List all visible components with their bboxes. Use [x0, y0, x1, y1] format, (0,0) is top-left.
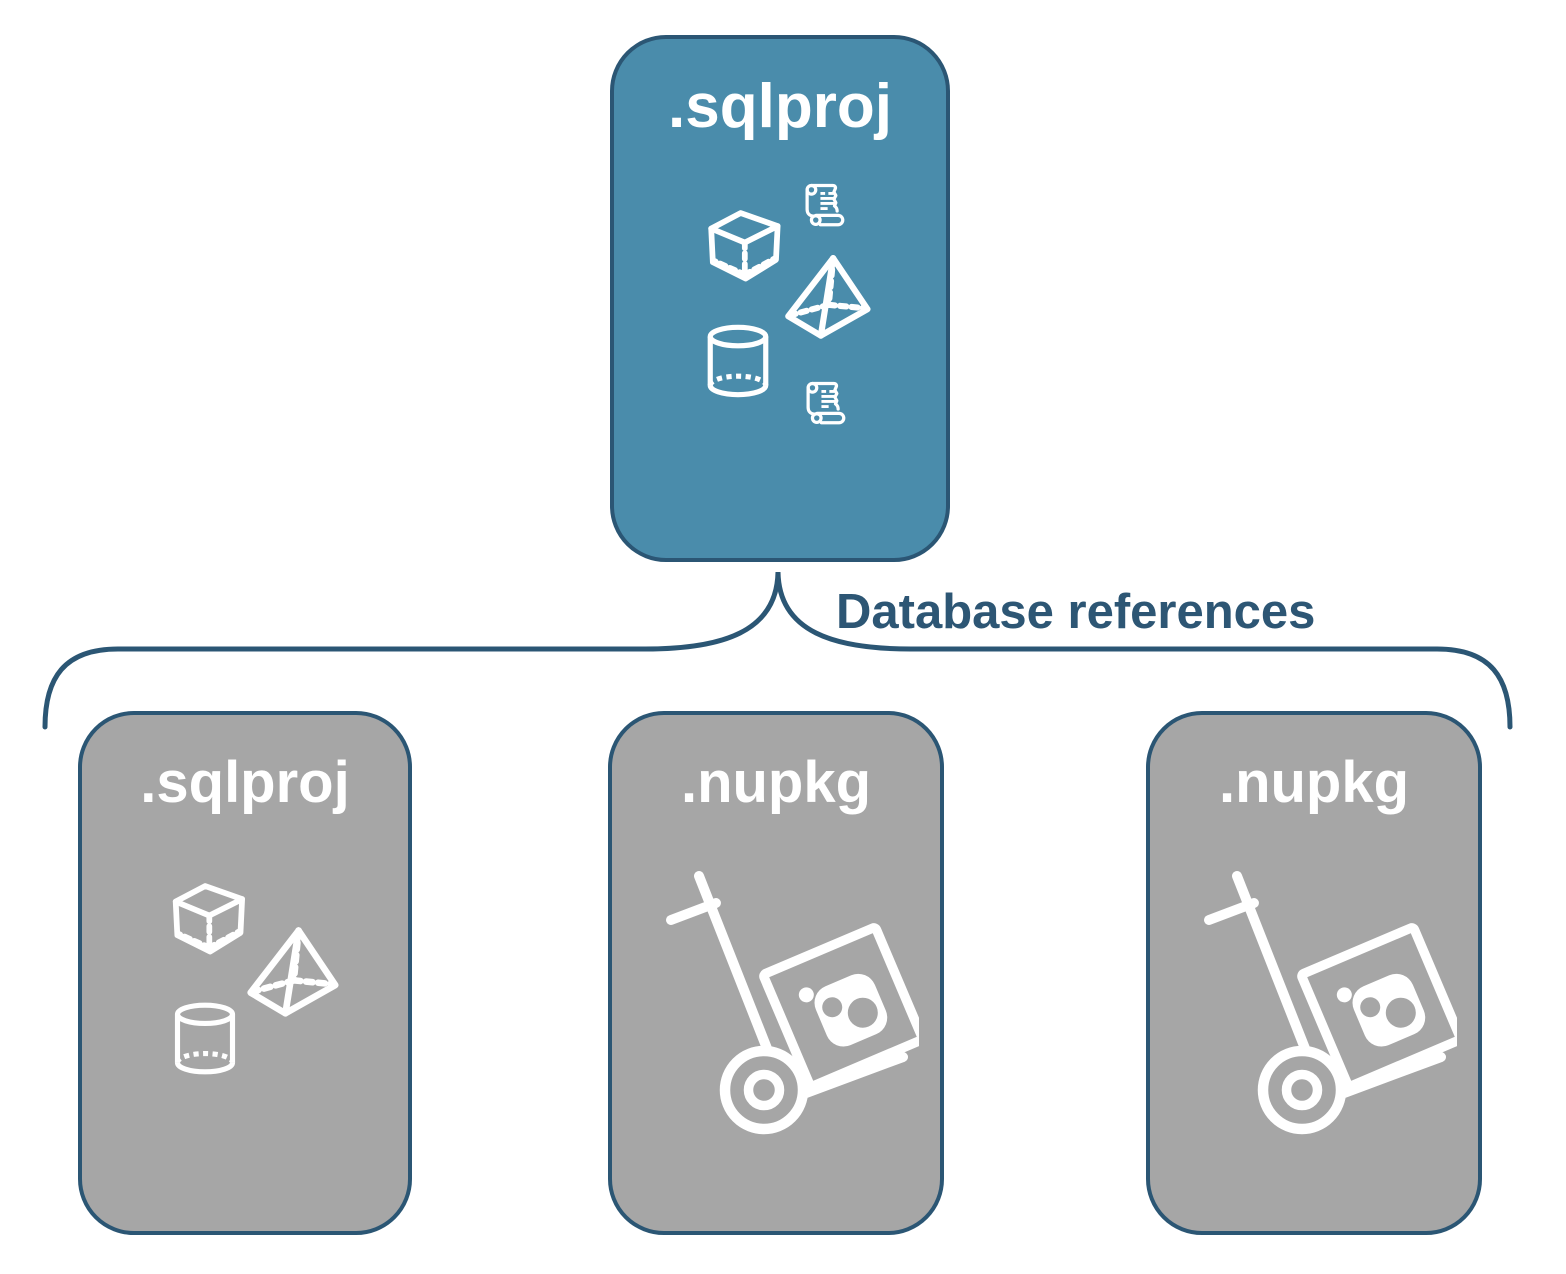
- child-node-title: .nupkg: [1218, 750, 1410, 815]
- child-node-nupkg-2: .nupkg: [1146, 711, 1482, 1235]
- cylinder-icon: [172, 1001, 238, 1076]
- scroll-icon: [805, 183, 845, 227]
- pyramid-icon: [779, 252, 875, 340]
- nuget-dolly-icon: [654, 859, 919, 1144]
- cylinder-icon: [704, 324, 772, 398]
- cube-icon: [702, 204, 786, 286]
- child-node-title: .nupkg: [680, 750, 872, 815]
- root-node-title: .sqlproj: [668, 72, 892, 141]
- scroll-icon: [806, 381, 846, 425]
- child-node-title: .sqlproj: [140, 750, 350, 815]
- child-node-sqlproj: .sqlproj: [78, 711, 412, 1235]
- connector-label: Database references: [836, 585, 1316, 639]
- cube-icon: [167, 877, 250, 959]
- child-node-nupkg-1: .nupkg: [608, 711, 944, 1235]
- root-node-sqlproj: .sqlproj: [610, 35, 950, 562]
- nuget-dolly-icon: [1192, 859, 1457, 1144]
- pyramid-icon: [242, 924, 342, 1018]
